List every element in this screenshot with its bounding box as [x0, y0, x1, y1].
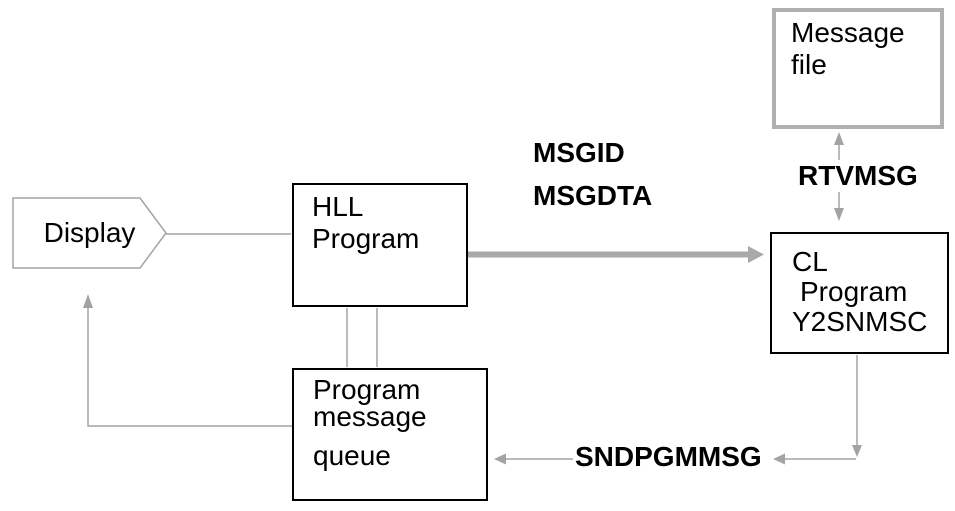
msgid-label: MSGID [533, 137, 625, 168]
queue-line-3: queue [313, 440, 391, 471]
hll-program-line-2: Program [312, 223, 420, 254]
message-file-line-2: file [791, 49, 827, 80]
display-label: Display [43, 217, 136, 248]
sndpgmmsg-label: SNDPGMMSG [575, 441, 762, 472]
queue-line-1: Program [313, 374, 421, 405]
cl-program-box: CL Program Y2SNMSC [770, 232, 949, 354]
display-pentagon-shape [12, 197, 167, 269]
cl-program-line-2: Program [800, 276, 908, 307]
program-message-queue-box: Program message queue [292, 368, 488, 501]
cl-program-line-1: CL [792, 246, 828, 277]
queue-line-2: message [313, 401, 427, 432]
cl-program-line-3: Y2SNMSC [792, 306, 928, 337]
msgdta-label: MSGDTA [533, 180, 653, 211]
hll-to-cl-thick-arrow [468, 246, 764, 263]
cl-down-arrowhead [852, 445, 862, 457]
message-file-box: Message file [772, 8, 944, 129]
rtvmsg-arrowhead-up [834, 132, 844, 145]
queue-to-display-arrowhead-up [83, 294, 93, 308]
hll-program-line-1: HLL [312, 191, 364, 222]
arrowhead-into-queue [494, 453, 506, 465]
message-file-line-1: Message [791, 17, 905, 48]
rtvmsg-arrowhead-down [834, 208, 844, 221]
rtvmsg-label: RTVMSG [795, 160, 921, 192]
display-node: Display [13, 198, 166, 268]
queue-to-display-connector [87, 306, 292, 427]
hll-program-box: HLL Program [292, 183, 468, 307]
arrowhead-into-sndpgmmsg [773, 453, 785, 465]
